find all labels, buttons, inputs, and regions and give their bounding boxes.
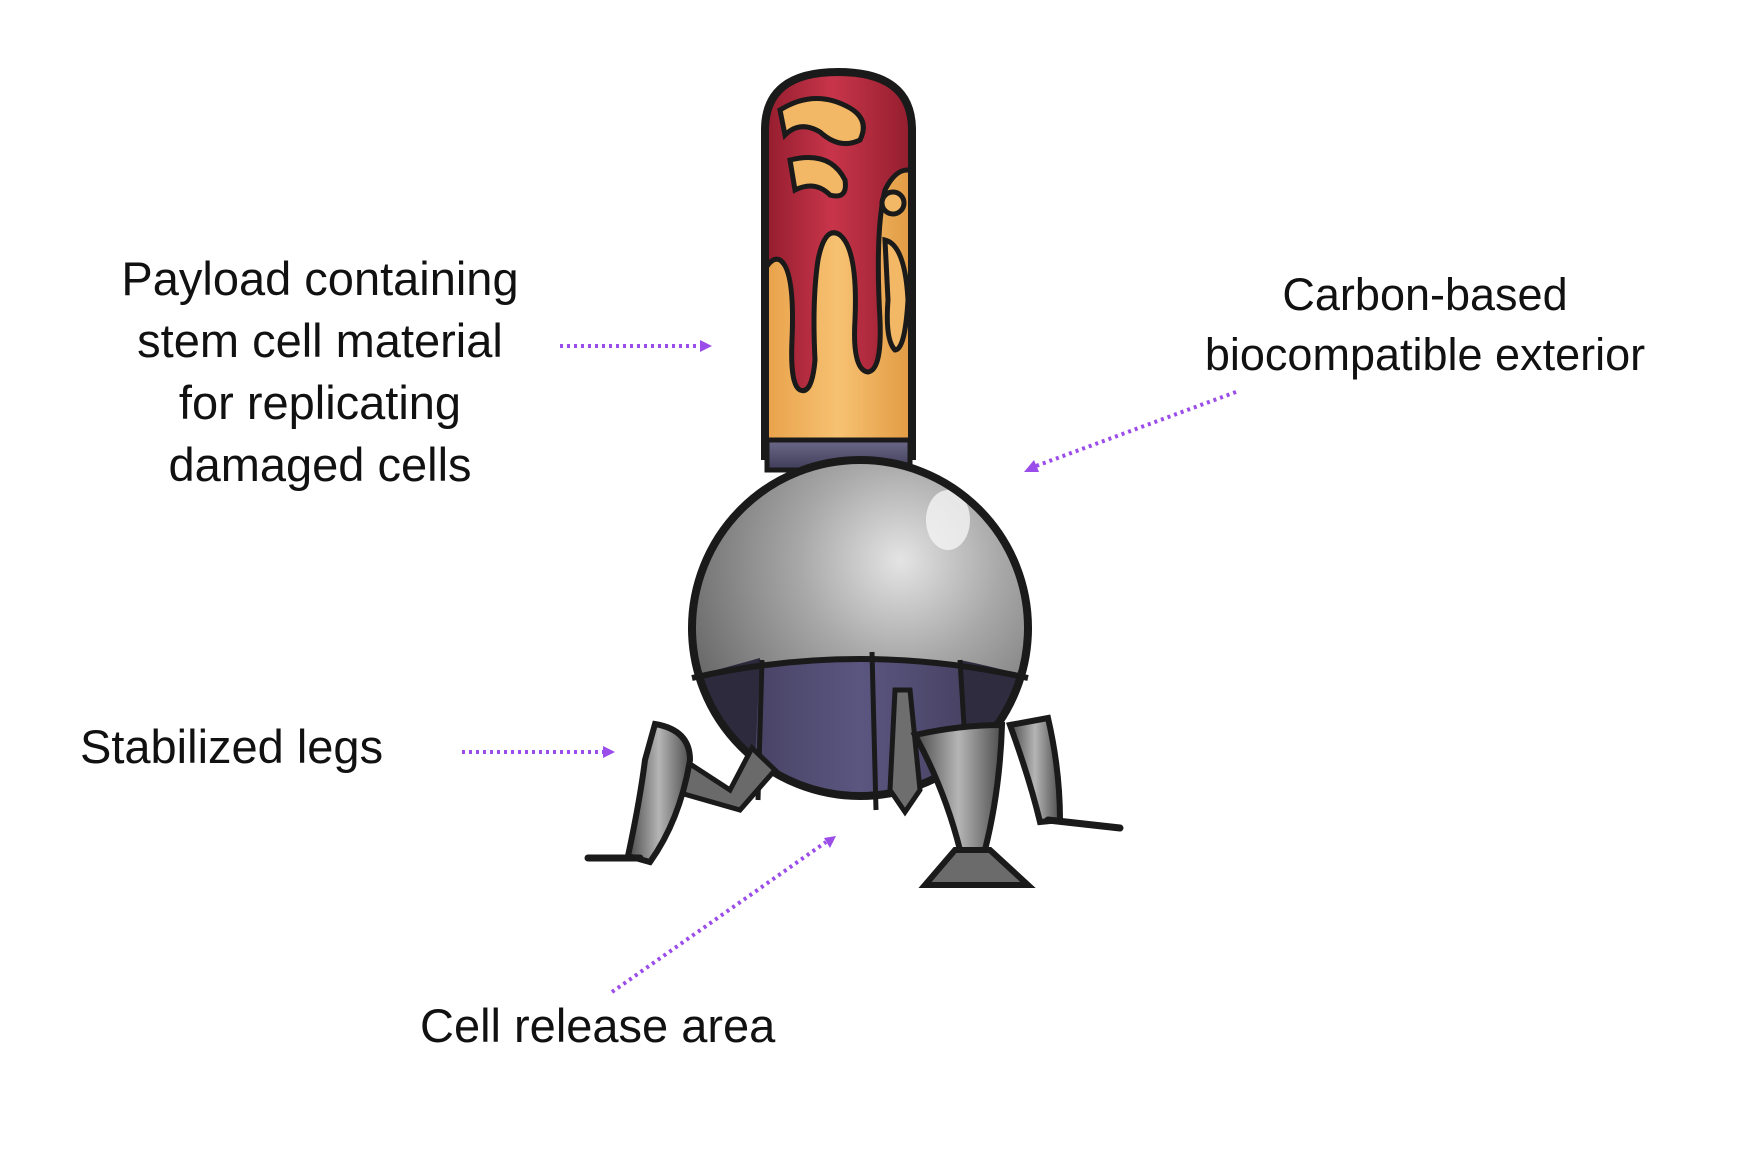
label-release-line-1: Cell release area xyxy=(420,999,776,1052)
front-leg-left xyxy=(584,720,779,866)
label-exterior-line-2: biocompatible exterior xyxy=(1204,329,1646,380)
arrow-payload xyxy=(560,340,712,352)
arrow-exterior xyxy=(1024,390,1237,472)
label-payload-line-2: stem cell material xyxy=(137,314,503,367)
label-payload-line-1: Payload containing xyxy=(121,252,519,305)
arrow-legs xyxy=(462,746,615,758)
label-legs: Stabilized legs xyxy=(80,716,480,778)
front-leg-right xyxy=(887,687,1036,888)
label-payload: Payload containing stem cell material fo… xyxy=(80,248,560,496)
label-legs-line-1: Stabilized legs xyxy=(80,720,384,773)
label-payload-line-4: damaged cells xyxy=(168,438,472,491)
back-leg-right xyxy=(1005,714,1124,832)
label-release: Cell release area xyxy=(420,995,860,1057)
arrow-release xyxy=(610,836,836,994)
label-payload-line-3: for replicating xyxy=(178,376,462,429)
label-exterior-line-1: Carbon-based xyxy=(1282,269,1568,320)
label-exterior: Carbon-based biocompatible exterior xyxy=(1165,265,1685,385)
payload-tube xyxy=(761,67,916,473)
